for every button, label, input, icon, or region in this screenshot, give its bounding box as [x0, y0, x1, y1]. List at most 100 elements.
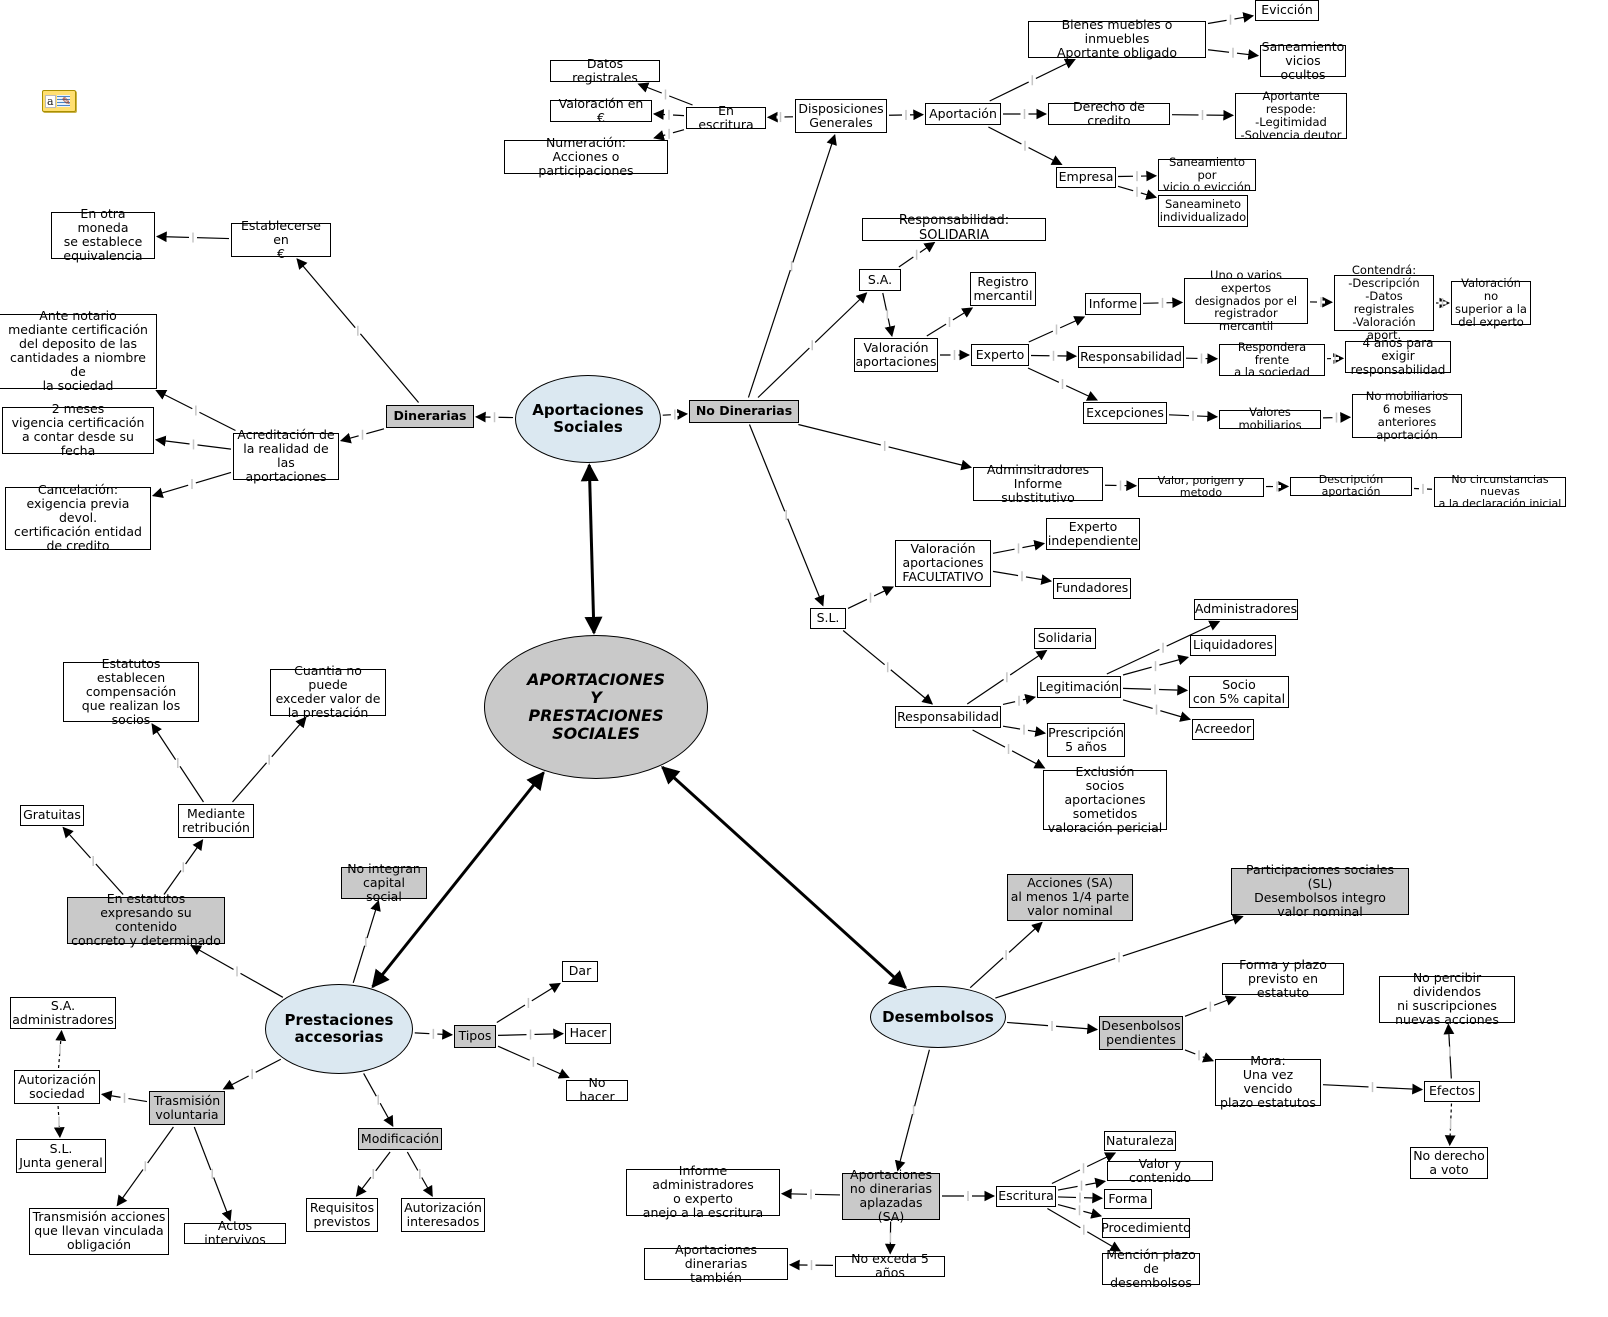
node-liquidadores[interactable]: Liquidadores — [1190, 634, 1276, 656]
node-forma[interactable]: Forma — [1104, 1189, 1152, 1209]
node-legitimacion[interactable]: Legitimación — [1037, 676, 1121, 698]
node-bienes[interactable]: Bienes muebles o inmuebles Aportante obl… — [1028, 18, 1206, 60]
node-no_dinerarias[interactable]: No Dinerarias — [689, 399, 799, 423]
node-hacer[interactable]: Hacer — [565, 1022, 611, 1044]
annotation-letter: a — [45, 94, 56, 108]
node-mediante_retr[interactable]: Mediante retribución — [178, 804, 254, 838]
annotation-lines-icon — [56, 95, 70, 107]
node-val_no_sup[interactable]: Valoración no superior a la del experto — [1451, 277, 1531, 328]
node-prescripcion[interactable]: Prescripción 5 años — [1047, 723, 1125, 757]
node-modificacion[interactable]: Modificación — [358, 1128, 442, 1150]
node-no_integran[interactable]: No integran capital social — [341, 862, 427, 904]
node-no_derecho[interactable]: No derecho a voto — [1410, 1147, 1488, 1179]
node-no_percibir[interactable]: No percibir dividendos ni suscripciones … — [1379, 971, 1515, 1027]
pencil-icon: ✎ — [61, 94, 71, 108]
node-efectos[interactable]: Efectos — [1424, 1080, 1480, 1102]
node-dinerarias[interactable]: Dinerarias — [386, 404, 474, 428]
node-responsabilidad1[interactable]: Responsabilidad — [1078, 346, 1184, 368]
node-forma_plazo[interactable]: Forma y plazo previsto en estatuto — [1222, 958, 1344, 1000]
node-informe_admin[interactable]: Informe administradores o experto anejo … — [626, 1164, 780, 1220]
node-gratuitas[interactable]: Gratuitas — [20, 804, 84, 826]
node-desc_aport[interactable]: Descripción aportación — [1290, 473, 1412, 498]
node-fundadores[interactable]: Fundadores — [1053, 577, 1131, 599]
node-prest_acc[interactable]: Prestaciones accesorias — [265, 984, 413, 1074]
node-desenb_pend[interactable]: Desenbolsos pendientes — [1099, 1016, 1183, 1050]
node-aportante_respode[interactable]: Aportante respode: -Legitimidad -Solvenc… — [1235, 90, 1347, 141]
node-informe[interactable]: Informe — [1085, 293, 1141, 315]
node-cuantia[interactable]: Cuantia no puede exceder valor de la pre… — [270, 664, 386, 720]
node-empresa[interactable]: Empresa — [1056, 166, 1116, 188]
node-anos4[interactable]: 4 años para exigir responsabilidad — [1345, 336, 1451, 376]
node-aport_din_tb[interactable]: Aportaciones dinerarias también — [644, 1243, 788, 1285]
node-no_circ[interactable]: No circunstancias nuevas a la declaració… — [1434, 473, 1566, 510]
node-datos_reg[interactable]: Datos registrales — [550, 57, 660, 85]
node-sl_junta[interactable]: S.L. Junta general — [16, 1139, 106, 1173]
node-central[interactable]: APORTACIONES Y PRESTACIONES SOCIALES — [484, 635, 708, 779]
node-valores_mob[interactable]: Valores mobiliarios — [1219, 406, 1321, 431]
node-aport_no_din[interactable]: Aportaciones no dinerarias aplazadas (SA… — [842, 1168, 940, 1224]
node-valoracion_eur[interactable]: Valoración en € — [550, 97, 652, 125]
node-numeracion[interactable]: Numeración: Acciones o participaciones — [504, 136, 668, 178]
node-trasm_vol[interactable]: Trasmisión voluntaria — [149, 1091, 225, 1125]
node-acciones_sa[interactable]: Acciones (SA) al menos 1/4 parte valor n… — [1007, 873, 1133, 921]
node-actos[interactable]: Actos intervivos — [184, 1219, 286, 1247]
node-respondera[interactable]: Respondera frente a la sociedad — [1219, 340, 1325, 379]
node-socio5[interactable]: Socio con 5% capital — [1189, 676, 1289, 708]
node-desembolsos[interactable]: Desembolsos — [870, 986, 1006, 1048]
node-en_estatutos[interactable]: En estatutos expresando su contenido con… — [67, 892, 225, 948]
node-en_escritura[interactable]: En escritura — [686, 104, 766, 132]
node-experto[interactable]: Experto — [971, 344, 1029, 366]
node-exclusion[interactable]: Exclusión socios aportaciones sometidos … — [1043, 765, 1167, 835]
node-disp_gen[interactable]: Disposiciones Generales — [795, 99, 887, 133]
node-participaciones[interactable]: Participaciones sociales (SL) Desembolso… — [1231, 863, 1409, 919]
node-meses2[interactable]: 2 meses vigencia certificación a contar … — [2, 402, 154, 458]
node-admin_informe[interactable]: Adminsitradores Informe substitutivo — [973, 463, 1103, 505]
node-no_hacer[interactable]: No hacer — [566, 1076, 628, 1104]
node-valor_cont[interactable]: Valor y contenido — [1107, 1157, 1213, 1185]
node-acreedor[interactable]: Acreedor — [1192, 718, 1254, 740]
node-derecho_credito[interactable]: Derecho de credito — [1048, 100, 1170, 128]
node-uno_expertos[interactable]: Uno o varios expertos designados por el … — [1184, 268, 1308, 333]
node-val_aport[interactable]: Valoración aportaciones — [854, 338, 938, 372]
node-val_facult[interactable]: Valoración aportaciones FACULTATIVO — [895, 539, 991, 587]
node-sa[interactable]: S.A. — [859, 269, 901, 291]
node-escritura[interactable]: Escritura — [996, 1185, 1056, 1207]
node-administradores2[interactable]: Administradores — [1194, 598, 1298, 620]
node-sa_admin[interactable]: S.A. administradores — [10, 997, 116, 1029]
node-otra_moneda[interactable]: En otra moneda se establece equivalencia — [51, 207, 155, 263]
node-sane_por[interactable]: Saneamiento por vicio o evicción — [1158, 155, 1256, 194]
node-valor_porigen[interactable]: Valor, porigen y metodo — [1138, 474, 1264, 499]
node-sane_indiv[interactable]: Saneamineto individualizado — [1158, 195, 1248, 227]
node-mora[interactable]: Mora: Una vez vencido plazo estatutos — [1215, 1054, 1321, 1110]
node-aport_sociales[interactable]: Aportaciones Sociales — [515, 375, 661, 463]
node-naturaleza[interactable]: Naturaleza — [1104, 1131, 1176, 1151]
node-eviccion[interactable]: Evicción — [1255, 0, 1319, 21]
node-autorizacion_int[interactable]: Autorización interesados — [401, 1198, 485, 1232]
node-no_mob[interactable]: No mobiliarios 6 meses anteriores aporta… — [1352, 390, 1462, 441]
node-mencion[interactable]: Mención plazo de desembolsos — [1102, 1248, 1200, 1290]
node-registro_merc[interactable]: Registro mercantil — [970, 272, 1036, 306]
node-acreditacion[interactable]: Acreditación de la realidad de las aport… — [233, 428, 339, 484]
node-transm_acciones[interactable]: Transmisión acciones que llevan vinculad… — [29, 1207, 169, 1255]
node-cancelacion[interactable]: Cancelación: exigencia previa devol. cer… — [5, 483, 151, 553]
edge-central-desembolsos — [661, 765, 908, 989]
node-dar[interactable]: Dar — [562, 960, 598, 982]
node-autorizacion_soc[interactable]: Autorización sociedad — [14, 1070, 100, 1104]
node-sane_vicios[interactable]: Saneamiento vicios ocultos — [1260, 39, 1346, 82]
node-requisitos[interactable]: Requisitos previstos — [306, 1198, 378, 1232]
node-contendra[interactable]: Contendrá: -Descripción -Datos registral… — [1334, 264, 1434, 341]
node-excepciones[interactable]: Excepciones — [1083, 402, 1167, 424]
node-no_exceda[interactable]: No exceda 5 años — [835, 1252, 945, 1280]
node-ante_notario[interactable]: Ante notario mediante certificación del … — [0, 309, 157, 393]
annotation-icon[interactable]: a ✎ — [42, 90, 76, 112]
node-estatutos_comp[interactable]: Estatutos establecen compensación que re… — [63, 657, 199, 727]
node-solidaria[interactable]: Solidaria — [1034, 627, 1096, 649]
node-sl[interactable]: S.L. — [810, 607, 846, 629]
node-experto_indep[interactable]: Experto independiente — [1046, 518, 1140, 550]
node-procedimiento[interactable]: Procedimiento — [1101, 1218, 1191, 1238]
node-resp_solidaria[interactable]: Responsabilidad: SOLIDARIA — [862, 214, 1046, 243]
node-establecerse[interactable]: Establecerse en € — [231, 219, 331, 261]
node-tipos[interactable]: Tipos — [454, 1024, 496, 1048]
node-aportacion[interactable]: Aportación — [925, 103, 1001, 125]
node-responsabilidad2[interactable]: Responsabilidad — [895, 706, 1001, 728]
